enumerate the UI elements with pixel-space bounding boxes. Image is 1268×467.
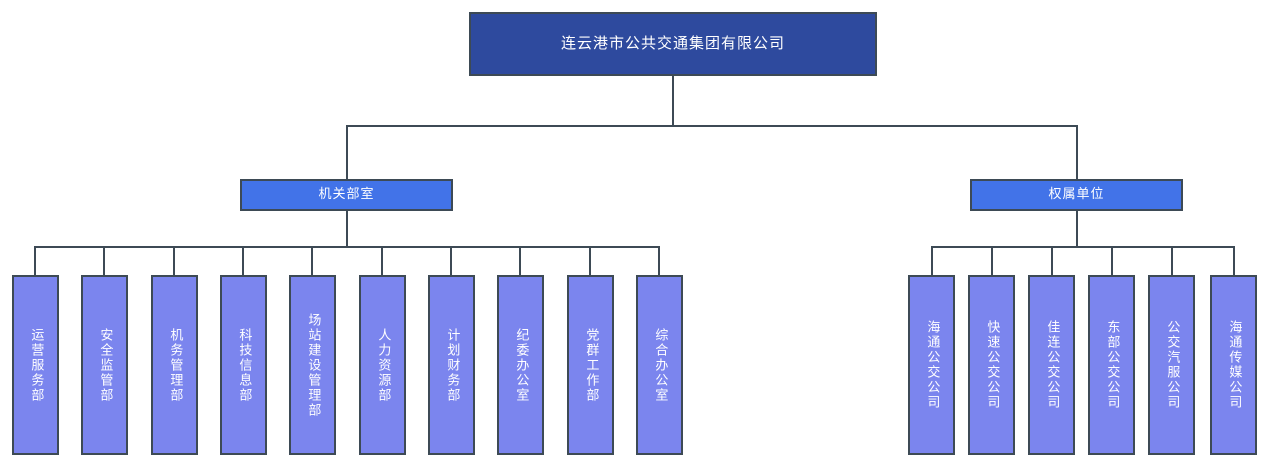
connector-leaf-drop — [1051, 246, 1053, 275]
org-node-leaf[interactable]: 场站建设管理部 — [289, 275, 336, 455]
connector-branch-drop-right — [1076, 125, 1078, 179]
org-node-leaf-label: 机务管理部 — [167, 327, 183, 403]
connector-leaf-drop — [658, 246, 660, 275]
org-node-leaf[interactable]: 公交汽服公司 — [1148, 275, 1195, 455]
connector-left-fan-bus — [34, 246, 659, 248]
connector-leaf-drop — [381, 246, 383, 275]
connector-leaf-drop — [311, 246, 313, 275]
org-node-leaf-label: 公交汽服公司 — [1164, 320, 1180, 410]
org-node-leaf[interactable]: 党群工作部 — [567, 275, 614, 455]
org-node-leaf[interactable]: 综合办公室 — [636, 275, 683, 455]
org-node-leaf-label: 综合办公室 — [652, 327, 668, 403]
org-node-leaf[interactable]: 纪委办公室 — [497, 275, 544, 455]
connector-leaf-drop — [1233, 246, 1235, 275]
connector-leaf-drop — [103, 246, 105, 275]
connector-leaf-drop — [450, 246, 452, 275]
connector-leaf-drop — [1111, 246, 1113, 275]
connector-leaf-drop — [589, 246, 591, 275]
connector-right-fan-bus — [931, 246, 1234, 248]
org-node-leaf-label: 运营服务部 — [28, 327, 44, 403]
org-node-leaf-label: 人力资源部 — [375, 327, 391, 403]
org-node-leaf-label: 东部公交公司 — [1104, 320, 1120, 410]
connector-leaf-drop — [991, 246, 993, 275]
org-node-leaf[interactable]: 安全监管部 — [81, 275, 128, 455]
connector-root-stem — [672, 76, 674, 125]
connector-leaf-drop — [173, 246, 175, 275]
org-node-branch-subsidiaries[interactable]: 权属单位 — [970, 179, 1183, 211]
org-node-branch-subsidiaries-label: 权属单位 — [1048, 187, 1105, 203]
org-node-leaf-label: 纪委办公室 — [513, 327, 529, 403]
org-node-leaf[interactable]: 东部公交公司 — [1088, 275, 1135, 455]
connector-right-branch-stem — [1076, 211, 1078, 246]
org-node-leaf-label: 安全监管部 — [97, 327, 113, 403]
org-node-leaf-label: 快速公交公司 — [984, 320, 1000, 410]
connector-leaf-drop — [519, 246, 521, 275]
org-node-leaf-label: 海通公交公司 — [924, 320, 940, 410]
connector-leaf-drop — [931, 246, 933, 275]
org-node-leaf-label: 计划财务部 — [444, 327, 460, 403]
org-node-leaf[interactable]: 人力资源部 — [359, 275, 406, 455]
org-node-leaf[interactable]: 海通公交公司 — [908, 275, 955, 455]
org-node-leaf[interactable]: 运营服务部 — [12, 275, 59, 455]
connector-left-branch-stem — [346, 211, 348, 246]
org-node-branch-departments-label: 机关部室 — [318, 187, 375, 203]
org-node-branch-departments[interactable]: 机关部室 — [240, 179, 453, 211]
connector-leaf-drop — [242, 246, 244, 275]
org-node-leaf-label: 海通传媒公司 — [1226, 320, 1242, 410]
org-node-leaf-label: 科技信息部 — [236, 327, 252, 403]
org-node-leaf[interactable]: 佳连公交公司 — [1028, 275, 1075, 455]
connector-leaf-drop — [34, 246, 36, 275]
org-node-leaf[interactable]: 快速公交公司 — [968, 275, 1015, 455]
org-node-leaf[interactable]: 机务管理部 — [151, 275, 198, 455]
org-node-leaf-label: 佳连公交公司 — [1044, 320, 1060, 410]
org-node-leaf-label: 党群工作部 — [583, 327, 599, 403]
org-node-root[interactable]: 连云港市公共交通集团有限公司 — [469, 12, 877, 76]
org-node-leaf[interactable]: 海通传媒公司 — [1210, 275, 1257, 455]
org-node-leaf[interactable]: 科技信息部 — [220, 275, 267, 455]
connector-leaf-drop — [1171, 246, 1173, 275]
connector-branch-drop-left — [346, 125, 348, 179]
org-node-leaf-label: 场站建设管理部 — [305, 312, 321, 418]
org-node-root-label: 连云港市公共交通集团有限公司 — [560, 34, 785, 53]
org-node-leaf[interactable]: 计划财务部 — [428, 275, 475, 455]
connector-level1-bus — [346, 125, 1077, 127]
